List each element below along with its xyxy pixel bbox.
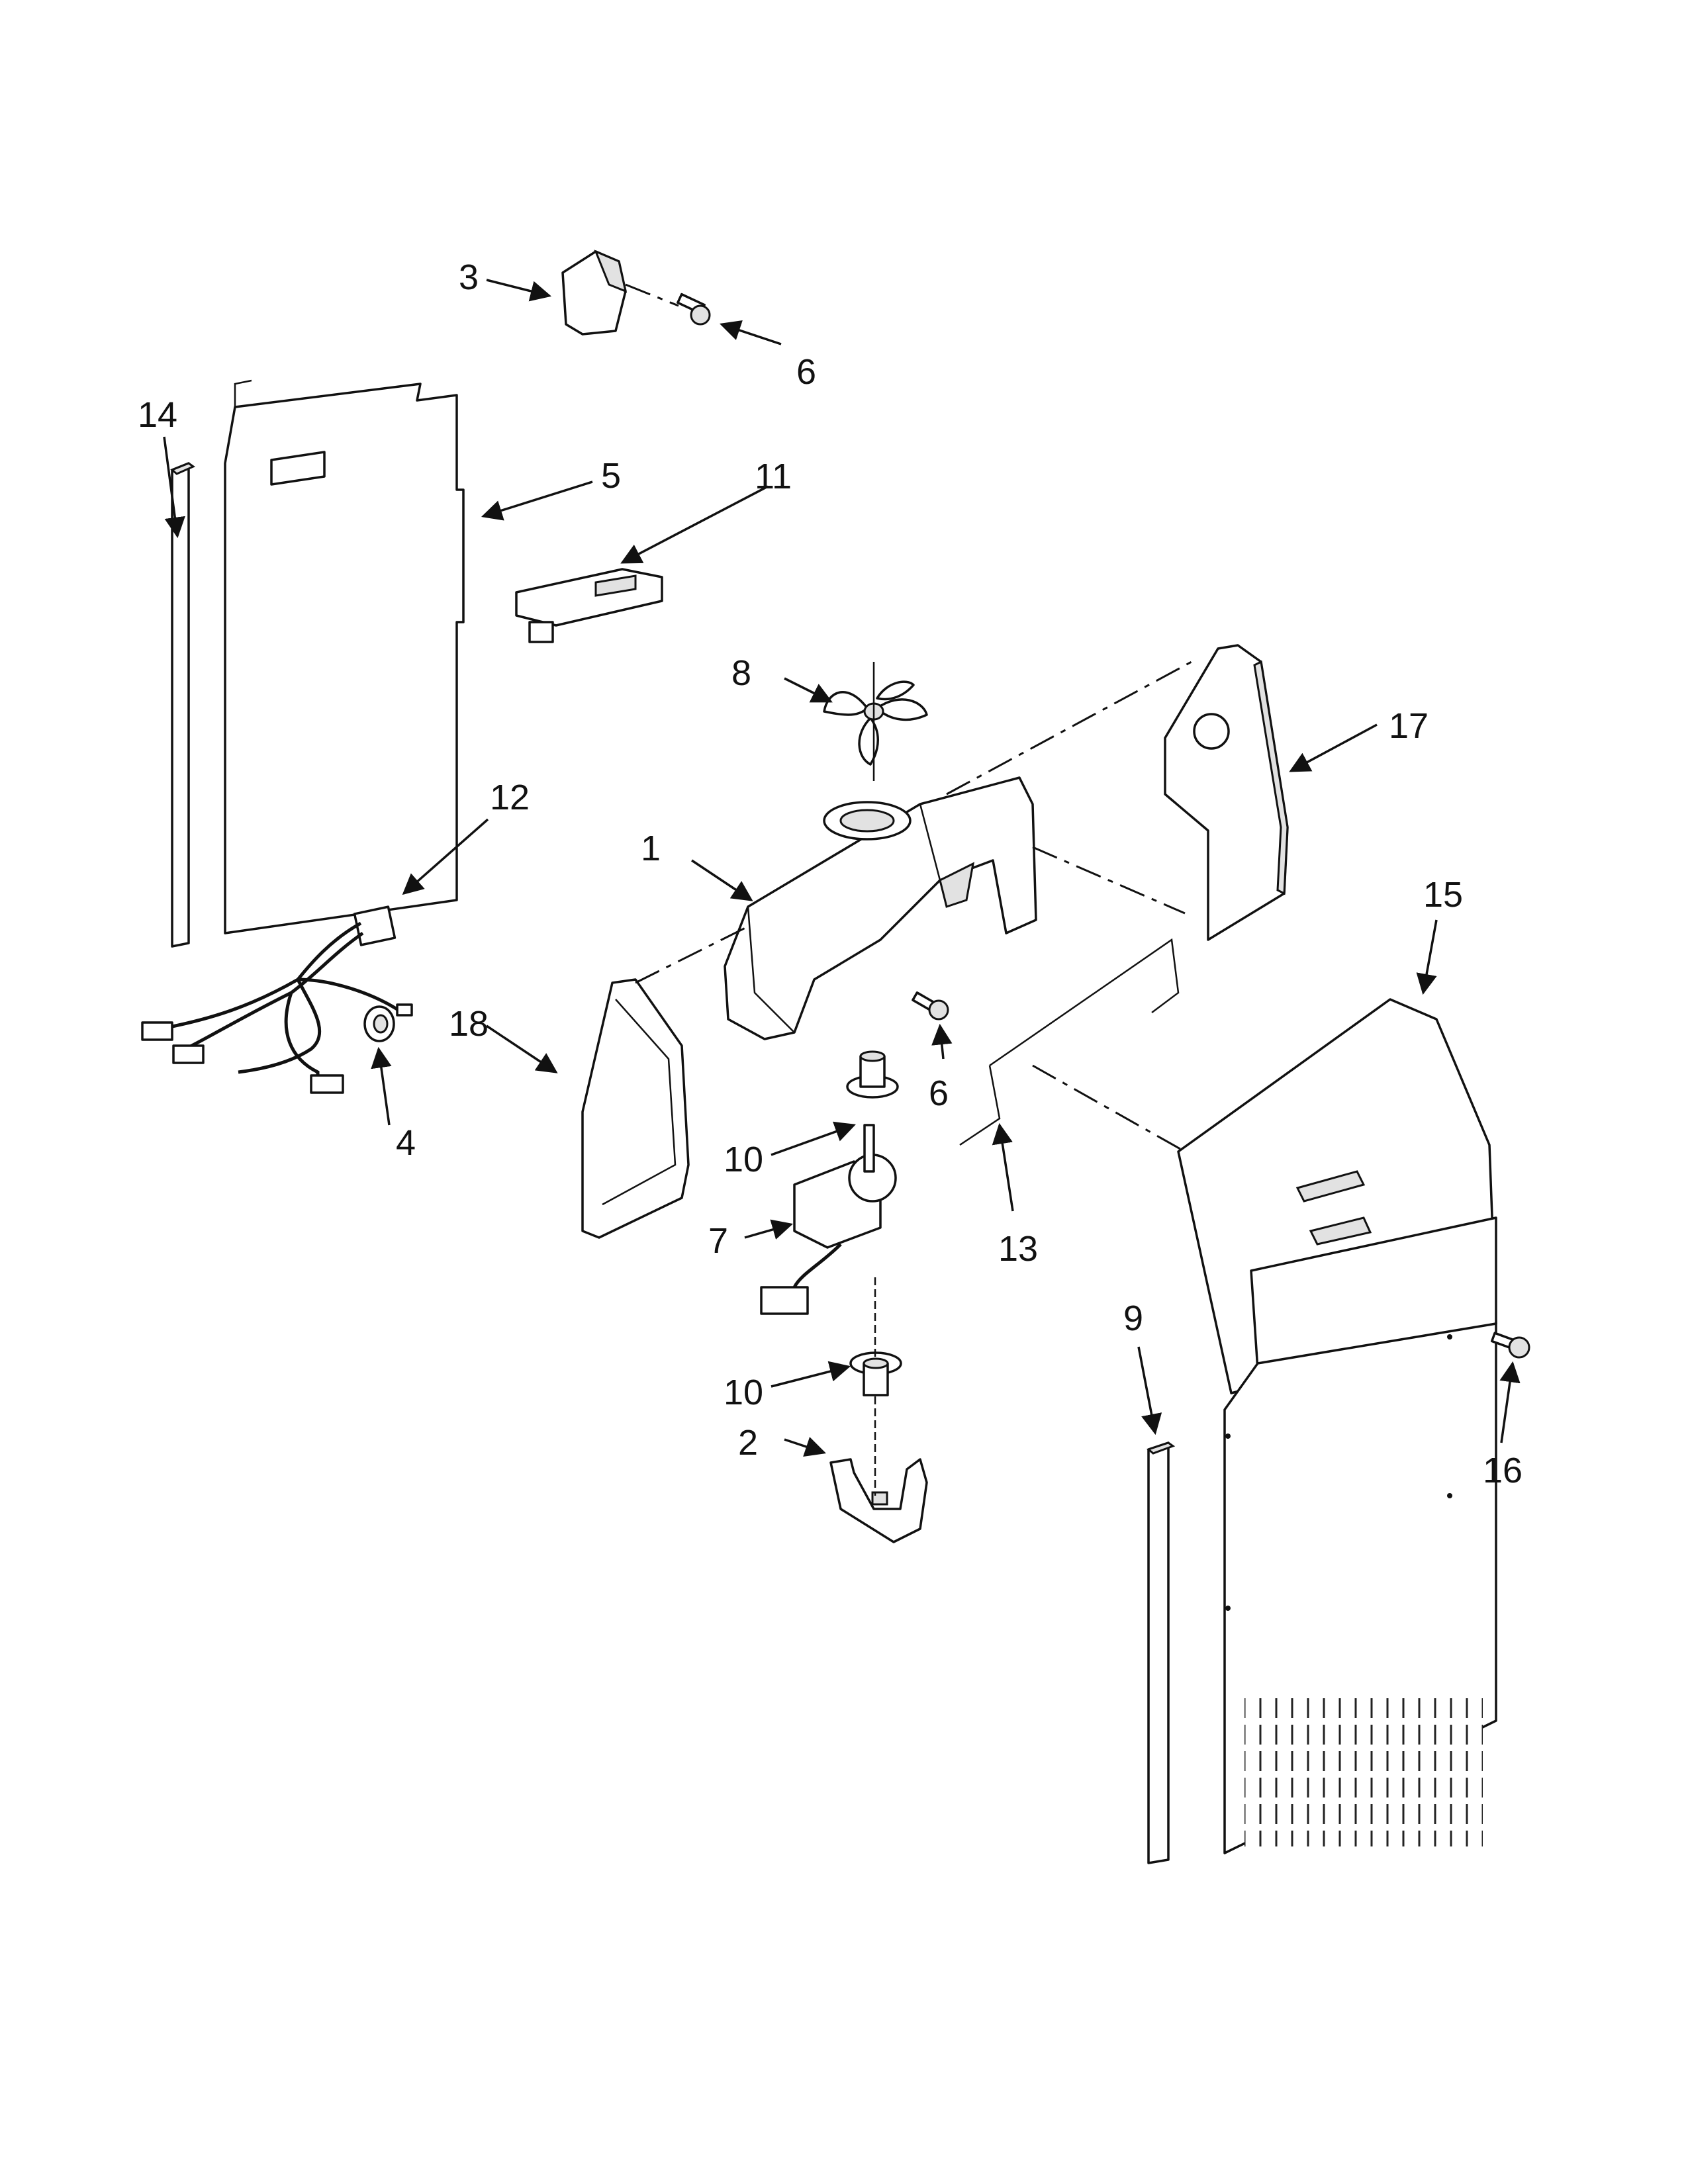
part-11-bracket — [515, 568, 663, 643]
leader-lines — [163, 279, 1521, 1457]
part-12-wire-harness — [141, 905, 413, 1094]
callout-labels: 3 6 14 5 11 8 17 12 1 15 18 6 4 10 7 13 … — [138, 257, 1523, 1490]
callout-7: 7 — [708, 1221, 728, 1261]
callout-10-lower: 10 — [724, 1373, 763, 1412]
callout-12: 12 — [490, 778, 530, 817]
callout-18: 18 — [449, 1004, 489, 1044]
part-6-screw-mid — [912, 991, 949, 1021]
callout-5: 5 — [601, 456, 621, 496]
part-3-cover — [561, 250, 679, 336]
callout-10-upper: 10 — [724, 1140, 763, 1179]
part-17-side-panel — [1164, 644, 1289, 941]
callout-8: 8 — [731, 653, 751, 693]
callout-3: 3 — [459, 257, 479, 297]
part-4-grommet — [363, 1005, 395, 1042]
callout-6-top: 6 — [796, 352, 816, 392]
callout-14: 14 — [138, 395, 177, 435]
callout-9: 9 — [1123, 1298, 1143, 1338]
part-15-duct-panel — [1177, 998, 1497, 1854]
callout-15: 15 — [1423, 875, 1463, 915]
part-10-bushing-lower — [849, 1351, 902, 1396]
callout-13: 13 — [998, 1229, 1038, 1269]
part-8-fan-blade — [823, 662, 928, 781]
part-7-fan-motor — [760, 1124, 897, 1357]
part-13-wire-bracket — [959, 938, 1180, 1146]
part-5-evaporator-cover — [224, 379, 465, 934]
part-2-motor-bracket — [829, 1396, 928, 1543]
callout-6-mid: 6 — [929, 1073, 949, 1113]
callout-1: 1 — [641, 829, 661, 868]
part-1-fan-shroud — [724, 776, 1037, 1040]
part-18-side-panel — [581, 978, 690, 1239]
alignment-lines — [635, 660, 1192, 1153]
callout-11: 11 — [755, 457, 792, 496]
callout-4: 4 — [396, 1123, 416, 1163]
part-6-screw-top — [677, 293, 711, 326]
part-16-screw — [1490, 1332, 1530, 1359]
callout-2: 2 — [738, 1423, 758, 1463]
part-14-strip — [170, 462, 196, 948]
callout-16: 16 — [1483, 1451, 1523, 1490]
part-9-strip — [1147, 1441, 1176, 1864]
callout-17: 17 — [1389, 706, 1429, 746]
part-10-bushing-upper — [846, 1050, 899, 1099]
